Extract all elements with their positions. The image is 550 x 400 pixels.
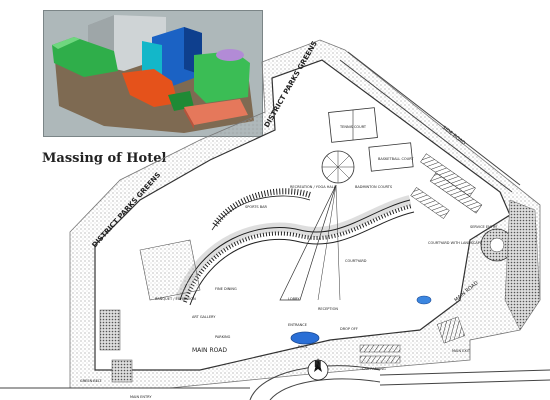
label-green-belt: GREEN BELT <box>80 379 102 383</box>
label-tennis: TENNIS COURT <box>339 125 367 129</box>
label-main-exit: MAIN EXIT <box>452 349 471 353</box>
label-pool: POOL <box>298 345 308 349</box>
roundabout <box>480 228 514 262</box>
pool <box>290 331 320 345</box>
massing-render <box>44 11 262 136</box>
sports-courts <box>328 107 414 172</box>
label-courtyard-landscape: COURTYARD WITH LANDSCAPE <box>428 241 482 245</box>
green-block-left <box>52 37 118 77</box>
green-belt-right <box>504 199 541 331</box>
label-entrance: ENTRANCE <box>288 323 307 327</box>
lower-parking <box>359 316 466 364</box>
label-drop-off: DROP OFF <box>340 327 358 331</box>
upper-arc-block <box>211 188 311 231</box>
label-main-entry: MAIN ENTRY <box>130 395 152 399</box>
label-parking: PARKING <box>215 335 231 339</box>
north-arrow: N <box>307 358 329 381</box>
purple-dome <box>216 49 244 61</box>
left-green-pocket <box>99 309 121 351</box>
north-arrow-label: N <box>314 360 322 370</box>
label-banquet: BANQUET / EXHIBITION <box>155 297 196 301</box>
dark-green-block <box>168 91 194 111</box>
car-parking-rows <box>410 153 483 219</box>
main-road <box>0 365 550 400</box>
atrium-fan <box>279 184 337 301</box>
pond <box>416 295 432 305</box>
label-courtyard: COURTYARD <box>345 259 367 263</box>
label-sports-bar: SPORTS BAR <box>245 205 268 209</box>
banquet-green <box>139 239 201 301</box>
label-service-entry: SERVICE ENTRY <box>470 225 498 229</box>
salmon-block <box>184 99 248 125</box>
recreation-dome <box>321 150 355 184</box>
green-belt-corner <box>111 359 133 383</box>
green-block-right <box>194 51 250 103</box>
label-art-gallery: ART GALLERY <box>192 315 216 319</box>
label-main-road: MAIN ROAD <box>192 347 227 354</box>
hotel-curved-wing <box>175 195 415 306</box>
label-basketball: BASKETBALL COURT <box>378 157 414 161</box>
label-lobby: LOBBY <box>288 297 300 301</box>
label-reception: RECEPTION <box>318 307 338 311</box>
hotel-massing-model <box>43 10 263 137</box>
orange-block <box>122 69 178 107</box>
label-badminton: BADMINTON COURTS <box>355 185 393 189</box>
label-recreation: RECREATION / YOGA HALL <box>290 185 336 189</box>
side-road-edge <box>347 51 521 186</box>
label-fine-dining: FINE DINING <box>215 287 237 291</box>
massing-caption: Massing of Hotel <box>42 151 167 166</box>
label-car-parking: CAR PARKING <box>362 367 386 371</box>
